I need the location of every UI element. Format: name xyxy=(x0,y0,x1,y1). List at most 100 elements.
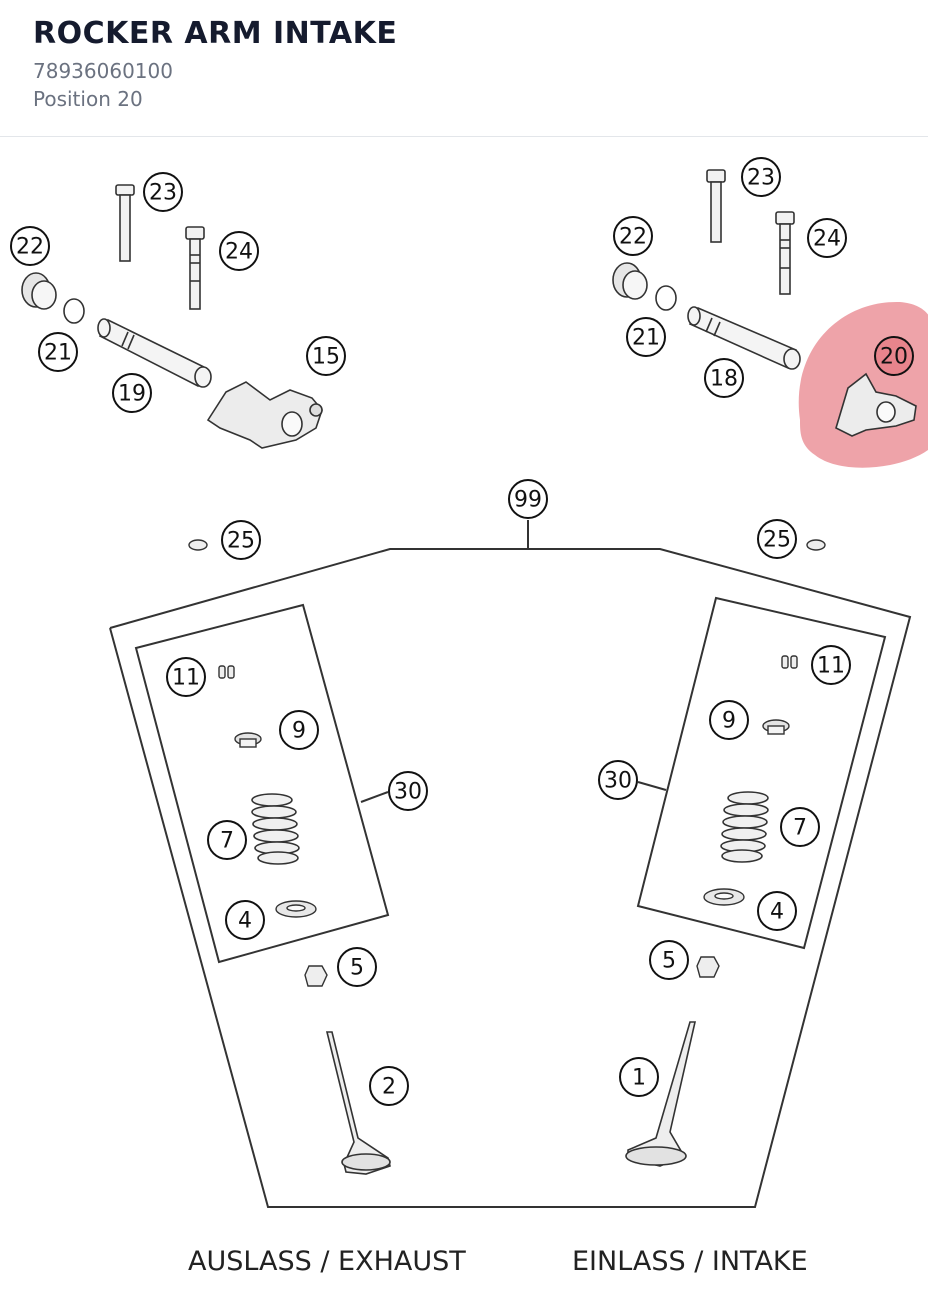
intake-caption: EINLASS / INTAKE xyxy=(572,1246,808,1277)
valve-spring-7-right xyxy=(720,791,769,863)
callout-c7a[interactable]: 7 xyxy=(207,820,247,860)
callout-c19[interactable]: 19 xyxy=(112,373,152,413)
callout-circle xyxy=(166,657,206,697)
callout-c20[interactable]: 20 xyxy=(874,336,914,376)
rocker-arm-15 xyxy=(206,381,323,449)
callout-c30b[interactable]: 30 xyxy=(598,760,638,800)
callout-c5b[interactable]: 5 xyxy=(649,940,689,980)
callout-c15[interactable]: 15 xyxy=(306,336,346,376)
valve-seal-5-right xyxy=(696,956,720,978)
callout-circle xyxy=(508,479,548,519)
callout-circle xyxy=(613,216,653,256)
callout-c9b[interactable]: 9 xyxy=(709,700,749,740)
callout-circle xyxy=(811,645,851,685)
callout-c99[interactable]: 99 xyxy=(508,479,548,519)
callout-number: 25 xyxy=(763,528,791,553)
callout-number: 21 xyxy=(632,326,660,351)
exhaust-caption: AUSLASS / EXHAUST xyxy=(188,1246,466,1277)
callout-number: 23 xyxy=(747,166,775,191)
callout-number: 5 xyxy=(662,949,676,974)
callout-c11a[interactable]: 11 xyxy=(166,657,206,697)
spring-seat-4-left xyxy=(275,900,317,918)
valve-spring-kit-box-right xyxy=(636,596,887,950)
pad-25-right xyxy=(806,539,826,551)
callout-number: 9 xyxy=(292,719,306,744)
callout-circle xyxy=(780,807,820,847)
callout-circle xyxy=(306,336,346,376)
callout-c21b[interactable]: 21 xyxy=(626,317,666,357)
callout-number: 15 xyxy=(312,345,340,370)
callout-circle xyxy=(741,157,781,197)
callout-number: 99 xyxy=(514,488,542,513)
callout-circle xyxy=(207,820,247,860)
o-ring-21-right xyxy=(655,285,677,311)
callout-c22b[interactable]: 22 xyxy=(613,216,653,256)
callout-c18[interactable]: 18 xyxy=(704,358,744,398)
rocker-shaft-18 xyxy=(687,306,801,370)
callout-number: 11 xyxy=(817,654,845,679)
callout-number: 18 xyxy=(710,367,738,392)
callout-circle xyxy=(757,891,797,931)
callout-c24b[interactable]: 24 xyxy=(807,218,847,258)
callout-number: 9 xyxy=(722,709,736,734)
callout-circle xyxy=(619,1057,659,1097)
callout-number: 22 xyxy=(16,235,44,260)
callout-c23b[interactable]: 23 xyxy=(741,157,781,197)
callout-circle xyxy=(219,231,259,271)
callout-c4a[interactable]: 4 xyxy=(225,900,265,940)
valve-seal-5-left xyxy=(304,965,328,987)
spring-retainer-9-left xyxy=(234,732,262,748)
callout-number: 7 xyxy=(793,816,807,841)
valve-keepers-11-right xyxy=(781,655,798,669)
valve-assembly-frame xyxy=(109,520,912,1208)
callout-number: 23 xyxy=(149,181,177,206)
callout-c25a[interactable]: 25 xyxy=(221,520,261,560)
callout-c11b[interactable]: 11 xyxy=(811,645,851,685)
position-label: Position 20 xyxy=(33,87,143,111)
callout-c21a[interactable]: 21 xyxy=(38,332,78,372)
callout-number: 25 xyxy=(227,529,255,554)
callout-c23a[interactable]: 23 xyxy=(143,172,183,212)
callout-number: 4 xyxy=(238,909,252,934)
callout-number: 30 xyxy=(394,780,422,805)
callout-c7b[interactable]: 7 xyxy=(780,807,820,847)
callout-number: 21 xyxy=(44,341,72,366)
callout-circle xyxy=(38,332,78,372)
callout-c5a[interactable]: 5 xyxy=(337,947,377,987)
exhaust-valve-2 xyxy=(325,1031,391,1175)
callout-circle xyxy=(388,771,428,811)
intake-valve-1 xyxy=(625,1021,697,1167)
plug-22-right xyxy=(612,262,648,300)
callout-number: 1 xyxy=(632,1066,646,1091)
bolt-24-right xyxy=(775,211,795,295)
callout-number: 2 xyxy=(382,1075,396,1100)
callout-c1[interactable]: 1 xyxy=(619,1057,659,1097)
callout-circle xyxy=(221,520,261,560)
page-title: ROCKER ARM INTAKE xyxy=(33,16,398,51)
callout-circle xyxy=(709,700,749,740)
callout-c4b[interactable]: 4 xyxy=(757,891,797,931)
bolt-23-right xyxy=(706,169,726,243)
callout-number: 24 xyxy=(813,227,841,252)
callout-circle xyxy=(704,358,744,398)
callout-circle xyxy=(225,900,265,940)
part-number: 78936060100 xyxy=(33,59,173,83)
valve-spring-kit-box-left xyxy=(134,603,390,964)
callout-number: 20 xyxy=(880,345,908,370)
callout-number: 5 xyxy=(350,956,364,981)
callout-circle xyxy=(112,373,152,413)
callout-c24a[interactable]: 24 xyxy=(219,231,259,271)
callout-number: 4 xyxy=(770,900,784,925)
callout-number: 19 xyxy=(118,382,146,407)
pad-25-left xyxy=(188,539,208,551)
callout-circle xyxy=(807,218,847,258)
callout-c9a[interactable]: 9 xyxy=(279,710,319,750)
callout-c30a[interactable]: 30 xyxy=(388,771,428,811)
callout-number: 22 xyxy=(619,225,647,250)
callout-c22a[interactable]: 22 xyxy=(10,226,50,266)
callout-c25b[interactable]: 25 xyxy=(757,519,797,559)
callout-number: 11 xyxy=(172,666,200,691)
callout-c2[interactable]: 2 xyxy=(369,1066,409,1106)
